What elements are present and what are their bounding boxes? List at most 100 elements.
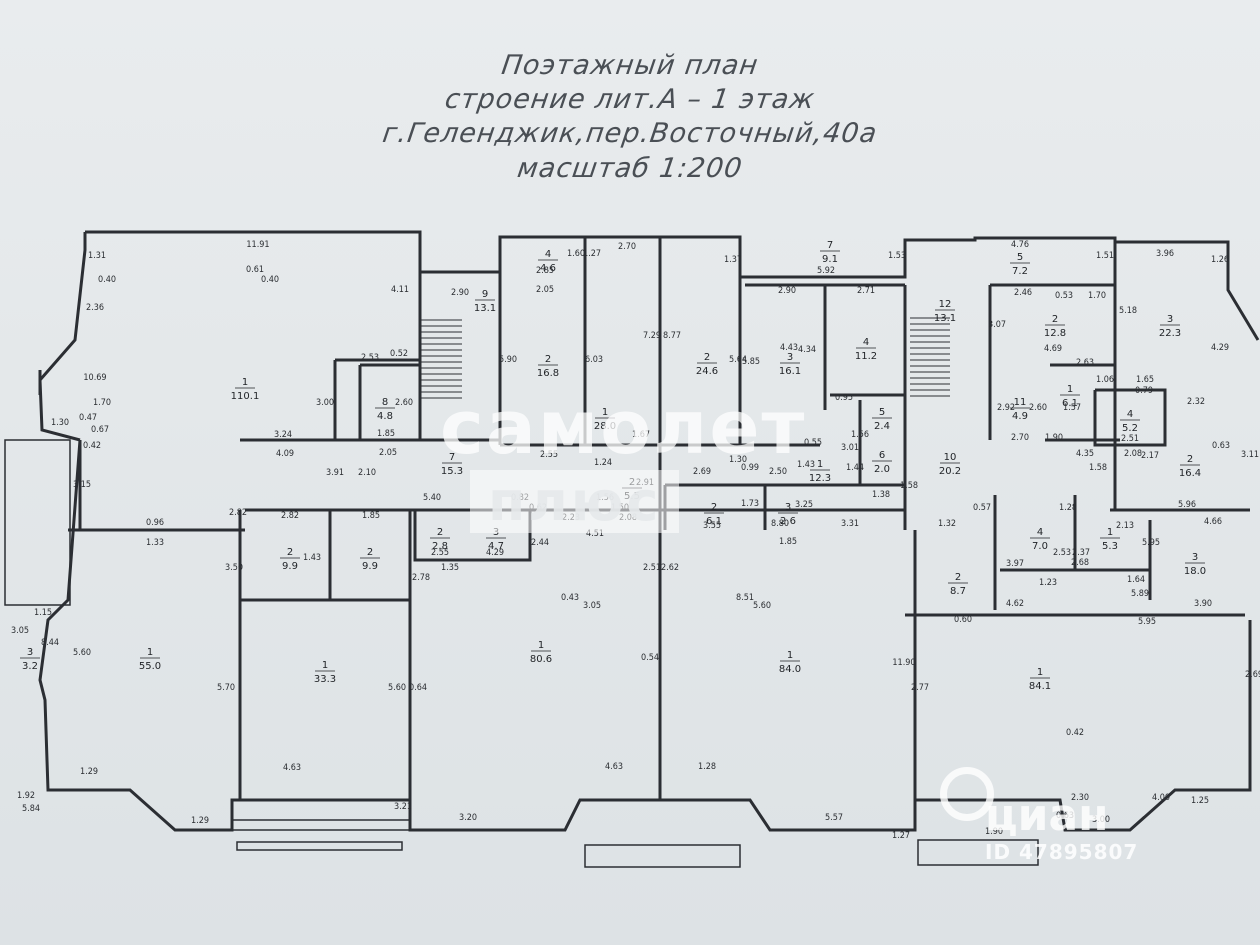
dimension-label: 1.70	[1088, 291, 1106, 301]
dimension-label: 2.77	[911, 683, 929, 693]
room-number: 9	[482, 289, 488, 300]
dimension-label: 2.85	[536, 266, 554, 276]
room-number: 5	[1017, 252, 1023, 263]
room-label: 29.9	[360, 547, 380, 572]
dimension-label: 6.03	[585, 355, 603, 365]
dimension-label: 1.29	[191, 816, 209, 826]
room-labels: 1110.1913.144.6216.8224.679.1316.1411.21…	[20, 240, 1206, 692]
dimension-label: 0.64	[409, 683, 427, 693]
dimension-label: 2.60	[395, 398, 413, 408]
room-label: 316.1	[779, 352, 801, 377]
dimension-label: 2.82	[229, 508, 247, 518]
room-number: 1	[538, 640, 544, 651]
room-number: 2	[367, 547, 373, 558]
room-area: 2.4	[874, 421, 890, 432]
dimension-label: 4.00	[1152, 793, 1170, 803]
room-number: 3	[785, 502, 791, 513]
room-number: 1	[1107, 527, 1113, 538]
room-area: 5.3	[1102, 541, 1118, 552]
dimension-label: 1.92	[17, 791, 35, 801]
room-number: 2	[955, 572, 961, 583]
room-label: 57.2	[1010, 252, 1030, 277]
dimension-label: 4.11	[391, 285, 409, 295]
room-number: 1	[322, 660, 328, 671]
room-number: 1	[602, 407, 608, 418]
room-number: 6	[879, 450, 885, 461]
room-area: 3.2	[22, 661, 38, 672]
dimension-label: 2.55	[431, 548, 449, 558]
room-label: 112.3	[809, 459, 831, 484]
dimension-label: 5.60	[753, 601, 771, 611]
dimension-label: 2.17	[1141, 451, 1159, 461]
room-area: 7.0	[1032, 541, 1048, 552]
dimension-label: 1.58	[1089, 463, 1107, 473]
dimension-label: 3.31	[841, 519, 859, 529]
room-label: 184.0	[779, 650, 801, 675]
dimension-label: 0.47	[79, 413, 97, 423]
room-area: 13.1	[474, 303, 496, 314]
dimension-label: 4.29	[1211, 343, 1229, 353]
room-number: 7	[449, 452, 455, 463]
room-area: 24.6	[696, 366, 718, 377]
dimension-label: 7.29	[643, 331, 661, 341]
room-number: 11	[1014, 397, 1027, 408]
room-label: 47.0	[1030, 527, 1050, 552]
dimension-label: 1.35	[441, 563, 459, 573]
room-area: 2.6	[780, 516, 796, 527]
dimension-label: 1.38	[872, 490, 890, 500]
dimension-label: 1.30	[729, 455, 747, 465]
dimension-label: 2.68	[1071, 558, 1089, 568]
room-number: 2	[1052, 314, 1058, 325]
dimension-label: 0.96	[146, 518, 164, 528]
room-label: 52.4	[872, 407, 892, 432]
room-area: 9.9	[362, 561, 378, 572]
dimension-label: 3.11	[1241, 450, 1259, 460]
room-area: 28.0	[594, 421, 616, 432]
dimension-label: 3.05	[583, 601, 601, 611]
dimension-label: 0.99	[741, 463, 759, 473]
room-number: 1	[817, 459, 823, 470]
dimension-label: 4.35	[1076, 449, 1094, 459]
dimension-label: 3.15	[73, 480, 91, 490]
room-area: 16.1	[779, 366, 801, 377]
dimension-label: 5.95	[1138, 617, 1156, 627]
dimension-label: 1.85	[779, 537, 797, 547]
dimension-label: 1.58	[900, 481, 918, 491]
dimension-label: 4.62	[1006, 599, 1024, 609]
dimension-label: 5.89	[1131, 589, 1149, 599]
dimension-label: 0.60	[954, 615, 972, 625]
dimension-label: 2.82	[281, 511, 299, 521]
room-area: 4.8	[377, 411, 393, 422]
dimension-label: 0.42	[1066, 728, 1084, 738]
dimension-label: 1.32	[938, 519, 956, 529]
room-area: 84.0	[779, 664, 801, 675]
dimension-label: 2.37	[1072, 548, 1090, 558]
dimension-label: 3.55	[703, 521, 721, 531]
room-area: 55.0	[139, 661, 161, 672]
dimension-label: 1.27	[583, 249, 601, 259]
room-number: 8	[382, 397, 388, 408]
dimension-label: 0.57	[973, 503, 991, 513]
dimension-label: 1.24	[594, 458, 612, 468]
dimension-label: 4.51	[586, 529, 604, 539]
room-label: 62.0	[872, 450, 892, 475]
watermark-samolet: самолет	[440, 385, 807, 471]
room-number: 12	[939, 299, 952, 310]
room-number: 1	[1037, 667, 1043, 678]
dimension-label: 1.15	[34, 608, 52, 618]
dimension-label: 5.95	[1142, 538, 1160, 548]
dimension-label: 3.21	[394, 802, 412, 812]
room-number: 4	[1037, 527, 1043, 538]
dimension-label: 2.90	[451, 288, 469, 298]
dimension-label: 3.00	[1092, 815, 1110, 825]
room-label: 913.1	[474, 289, 496, 314]
dimension-label: 1.90	[985, 827, 1003, 837]
room-area: 4.7	[488, 541, 504, 552]
room-label: 212.8	[1044, 314, 1066, 339]
watermark-cian-id: ID 47895807	[985, 840, 1139, 864]
room-number: 7	[827, 240, 833, 251]
